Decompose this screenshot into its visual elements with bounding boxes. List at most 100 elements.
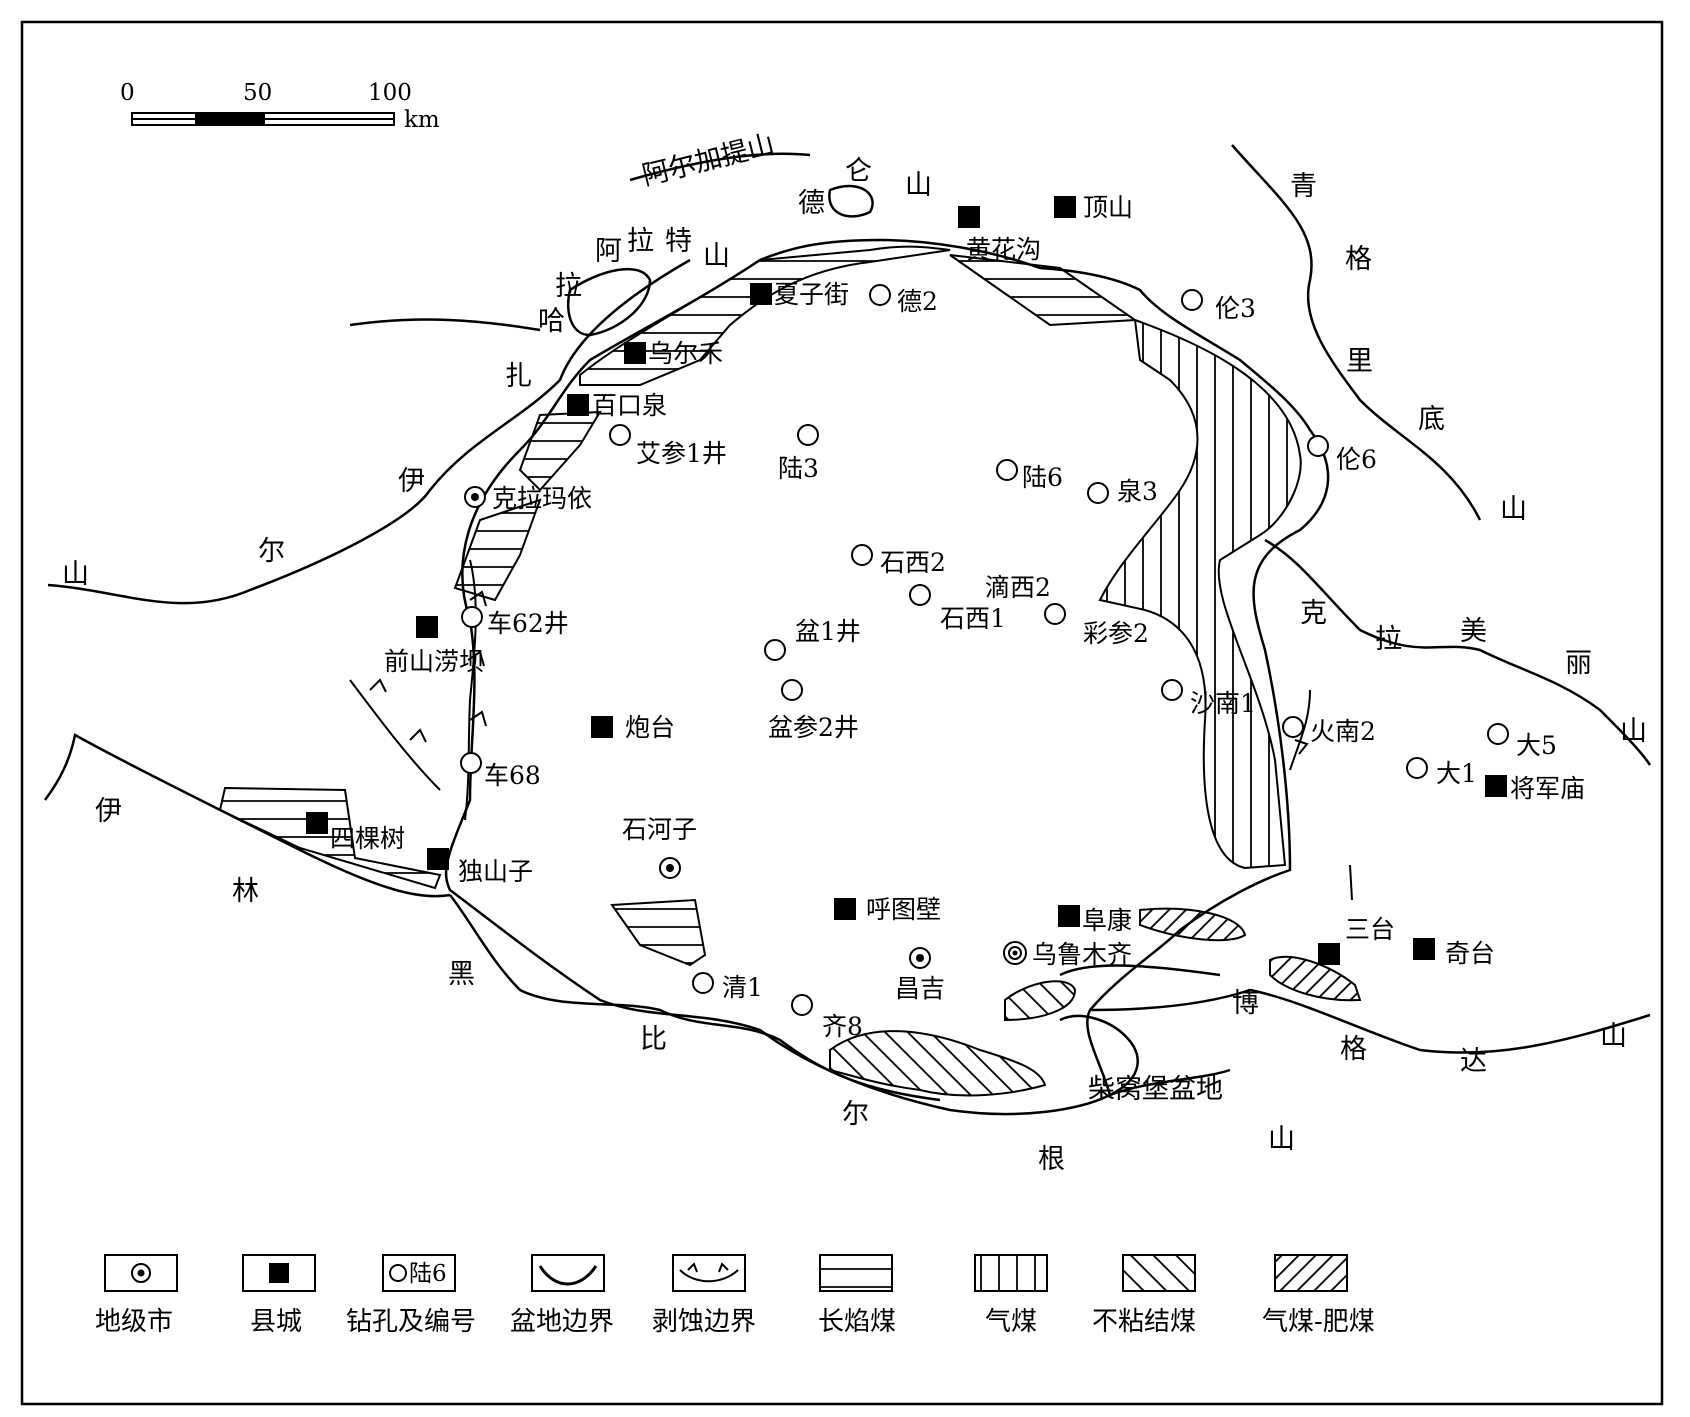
- label-ha: 哈: [538, 306, 565, 337]
- label-la2: 拉: [1375, 624, 1402, 655]
- label-yi2: 伊: [95, 796, 122, 827]
- zone-changyan-shihezi: [610, 898, 707, 967]
- city-changji: 昌吉: [895, 947, 945, 1003]
- borehole-da5: 大5: [1516, 731, 1557, 760]
- label-er2: 尔: [842, 1099, 869, 1130]
- borehole-che68: 车68: [484, 761, 541, 790]
- svg-text:克拉玛依: 克拉玛依: [492, 484, 592, 513]
- svg-text:地级市: 地级市: [95, 1307, 173, 1337]
- label-la: 拉: [555, 271, 582, 302]
- svg-text:县城: 县城: [250, 1307, 302, 1337]
- label-shan-ne: 山: [1500, 494, 1527, 525]
- city-shihezi: 石河子: [622, 815, 697, 879]
- label-er: 尔: [258, 536, 285, 567]
- borehole-da1: 大1: [1436, 759, 1477, 788]
- borehole-quan3: 泉3: [1117, 477, 1158, 506]
- zone-bunianjie-urumqi: [1004, 980, 1077, 1022]
- label-yi: 伊: [398, 466, 425, 497]
- borehole-lu3: 陆3: [778, 454, 819, 483]
- svg-text:乌鲁木齐: 乌鲁木齐: [1032, 940, 1132, 969]
- borehole-lun3: 伦3: [1215, 294, 1256, 323]
- legend-qimei: 气煤: [974, 1254, 1048, 1337]
- city-markers: 克拉玛依 石河子 昌吉 乌鲁木齐: [464, 484, 1132, 1003]
- svg-text:陆6: 陆6: [409, 1261, 447, 1287]
- borehole-de2: 德2: [897, 287, 938, 316]
- city-karamay: 克拉玛依: [464, 484, 592, 513]
- svg-text:气煤-肥煤: 气煤-肥煤: [1262, 1307, 1375, 1337]
- county-dushanzi: 独山子: [458, 857, 533, 886]
- label-da: 达: [1460, 1046, 1487, 1077]
- label-lin: 林: [232, 876, 259, 907]
- county-hutubi: 呼图壁: [866, 895, 941, 924]
- scale-tick-50: 50: [243, 80, 272, 106]
- label-shan-w: 山: [62, 559, 89, 590]
- borehole-dixi2: 滴西2: [985, 573, 1051, 602]
- label-alate-shan: 山: [703, 241, 730, 272]
- label-mei: 美: [1460, 616, 1487, 647]
- legend-city: 地级市: [95, 1254, 178, 1337]
- mountain-contours: [43, 144, 1652, 1102]
- scale-unit: km: [404, 107, 440, 133]
- label-alate-la: 拉: [627, 226, 654, 257]
- county-jiangjunmiao: 将军庙: [1510, 774, 1585, 803]
- zone-qifei-santai: [1269, 955, 1362, 1002]
- label-qing: 青: [1290, 171, 1317, 202]
- label-bo: 博: [1232, 988, 1259, 1019]
- borehole-huonan2: 火南2: [1310, 717, 1376, 746]
- borehole-pencan2: 盆参2井: [768, 713, 859, 742]
- legend-borehole: 陆6 钻孔及编号: [346, 1254, 476, 1337]
- map-frame: [20, 20, 1664, 1406]
- zone-bunianjie-qi8: [829, 1030, 1047, 1097]
- legend-erosion-boundary: 剥蚀边界: [652, 1254, 756, 1337]
- county-dingshan: 顶山: [1083, 193, 1133, 222]
- svg-text:钻孔及编号: 钻孔及编号: [346, 1307, 476, 1337]
- county-markers: 顶山 黄花沟 夏子街 乌尔禾 百口泉 前山涝坝 炮台 四棵树 独山子 呼图壁 阜…: [306, 193, 1585, 968]
- label-lii: 丽: [1565, 648, 1592, 679]
- zone-changyan-west: [518, 410, 602, 492]
- borehole-qi8: 齐8: [822, 1012, 863, 1041]
- label-li: 里: [1346, 346, 1373, 377]
- label-ge: 格: [1345, 244, 1372, 275]
- svg-text:石河子: 石河子: [622, 815, 697, 844]
- svg-text:剥蚀边界: 剥蚀边界: [652, 1307, 756, 1337]
- label-di: 底: [1418, 404, 1445, 435]
- county-huanghuagou: 黄花沟: [966, 235, 1041, 264]
- legend-qifei: 气煤-肥煤: [1262, 1254, 1375, 1337]
- borehole-lu6: 陆6: [1022, 463, 1063, 492]
- label-aerjiati: 阿尔加提山: [639, 129, 777, 192]
- label-de: 德: [798, 188, 825, 219]
- county-wuerhe: 乌尔禾: [648, 339, 723, 368]
- scale-tick-100: 100: [368, 80, 412, 106]
- label-chaiwopu: 柴窝堡盆地: [1088, 1074, 1223, 1105]
- borehole-qing1: 清1: [722, 973, 763, 1002]
- borehole-pen1: 盆1井: [795, 617, 861, 646]
- county-baikouquan: 百口泉: [592, 391, 667, 420]
- label-hei: 黑: [448, 959, 475, 990]
- erosion-boundary: [349, 559, 1353, 901]
- label-bi: 比: [640, 1024, 667, 1055]
- county-santai: 三台: [1345, 915, 1395, 944]
- borehole-shixi2: 石西2: [880, 548, 946, 577]
- svg-text:不粘结煤: 不粘结煤: [1092, 1307, 1196, 1337]
- borehole-aican1: 艾参1井: [636, 439, 727, 468]
- county-fukang: 阜康: [1082, 906, 1132, 935]
- svg-text:盆地边界: 盆地边界: [510, 1307, 614, 1337]
- borehole-lun6: 伦6: [1336, 445, 1377, 474]
- legend-changyan: 长焰煤: [818, 1254, 896, 1337]
- label-gen: 根: [1038, 1144, 1065, 1175]
- zone-changyan-north: [949, 254, 1138, 327]
- legend-bunianjie: 不粘结煤: [1092, 1254, 1196, 1337]
- borehole-che62: 车62井: [487, 609, 569, 638]
- county-xiazijie: 夏子街: [774, 280, 849, 309]
- svg-text:长焰煤: 长焰煤: [818, 1307, 896, 1337]
- county-paotai: 炮台: [625, 713, 675, 742]
- county-qianshanlaoba: 前山涝坝: [384, 647, 484, 676]
- borehole-caican2: 彩参2: [1083, 619, 1149, 648]
- label-zha: 扎: [505, 361, 532, 392]
- legend-basin-boundary: 盆地边界: [510, 1254, 614, 1337]
- svg-text:气煤: 气煤: [985, 1307, 1037, 1337]
- legend-county: 县城: [242, 1254, 316, 1337]
- scale-bar: 0 50 100 km: [120, 80, 440, 133]
- label-shan-se: 山: [1600, 1021, 1627, 1052]
